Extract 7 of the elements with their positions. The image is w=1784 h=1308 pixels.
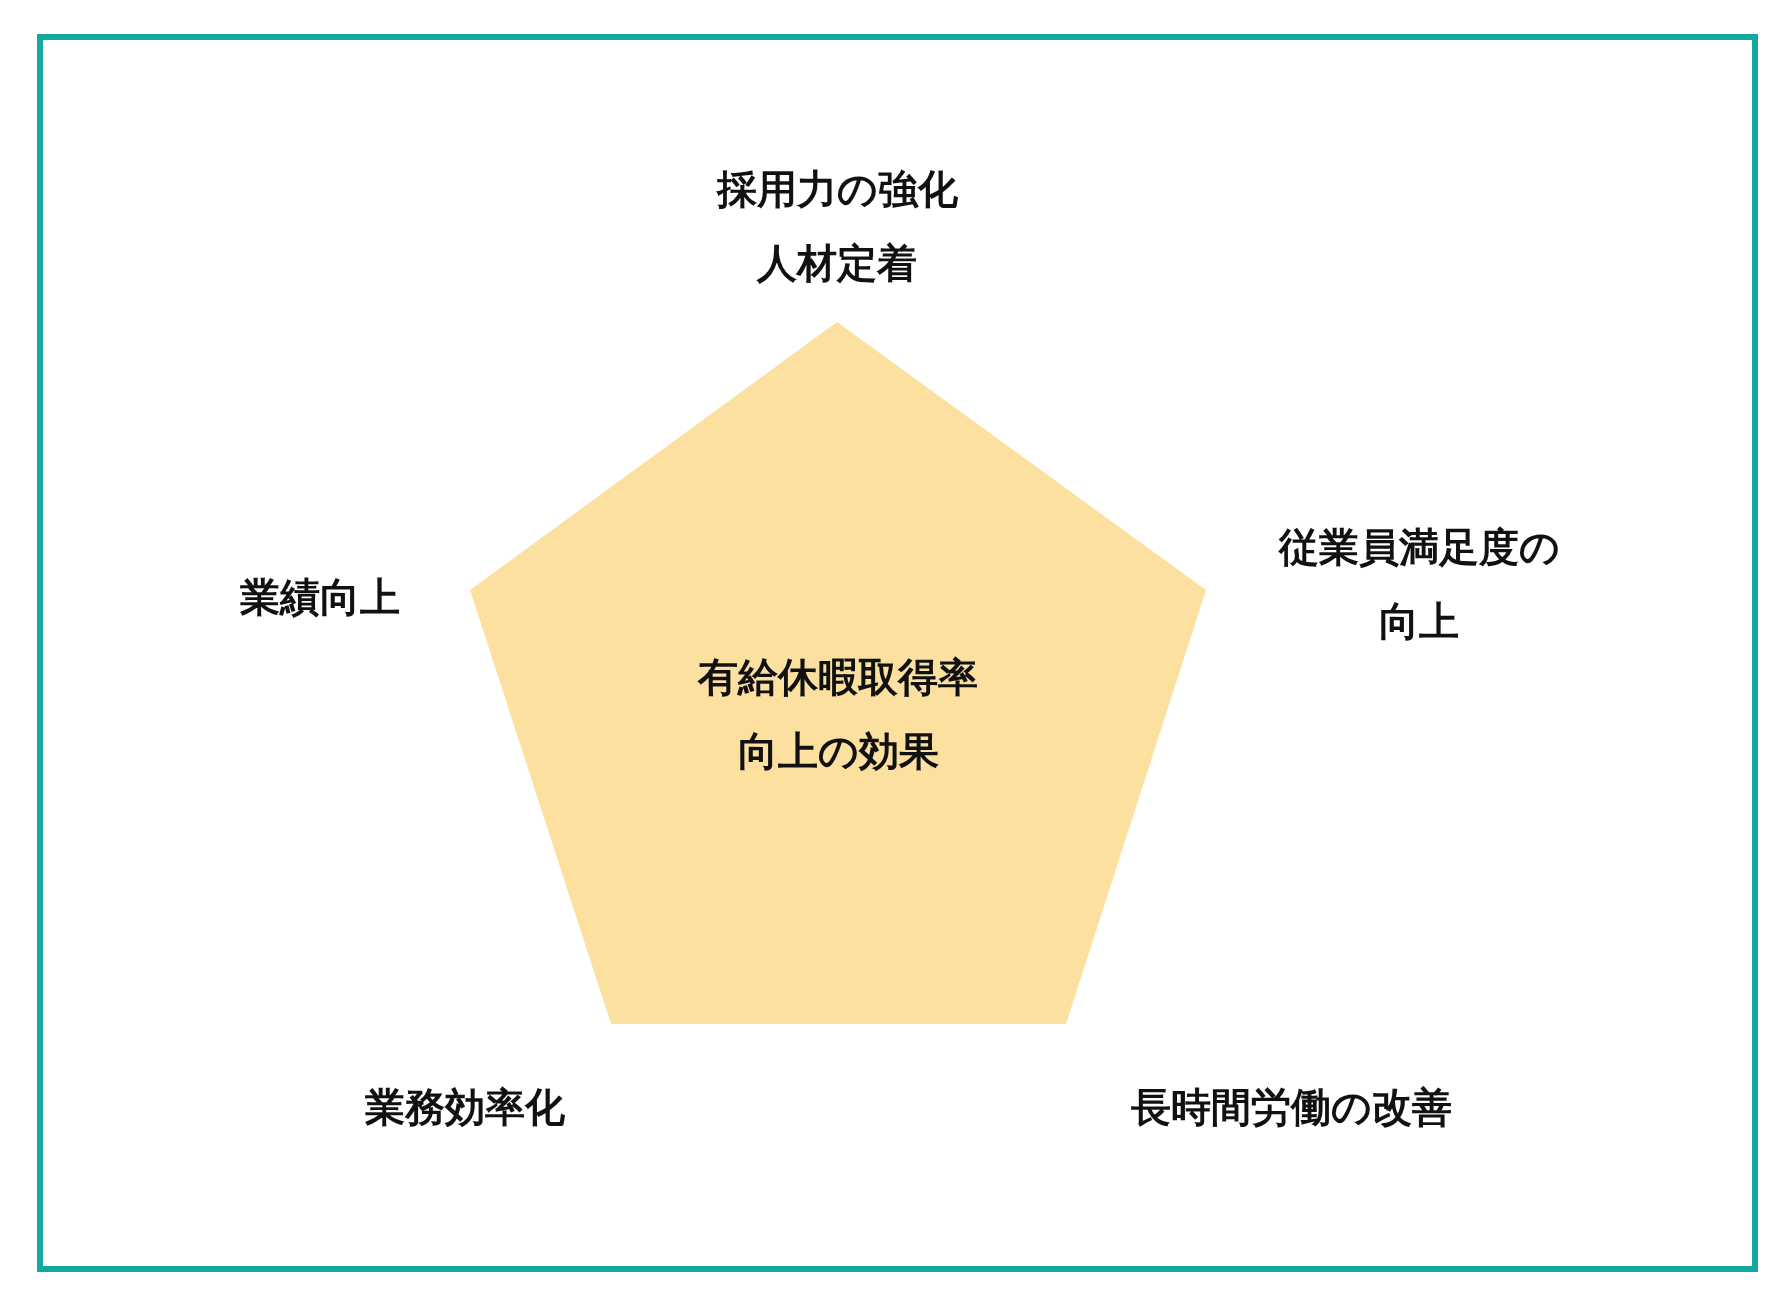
effect-label: 従業員満足度の向上 xyxy=(1277,523,1561,646)
effect-label: 人材定着 xyxy=(755,239,918,288)
effect-label: 採用力の強化 xyxy=(715,165,959,214)
effect-label: 長時間労働の改善 xyxy=(1129,1083,1453,1132)
effect-label: 業績向上 xyxy=(239,573,401,622)
center-title: 有給休暇取得率向上の効果 xyxy=(696,653,979,776)
effect-label: 業務効率化 xyxy=(364,1083,566,1132)
